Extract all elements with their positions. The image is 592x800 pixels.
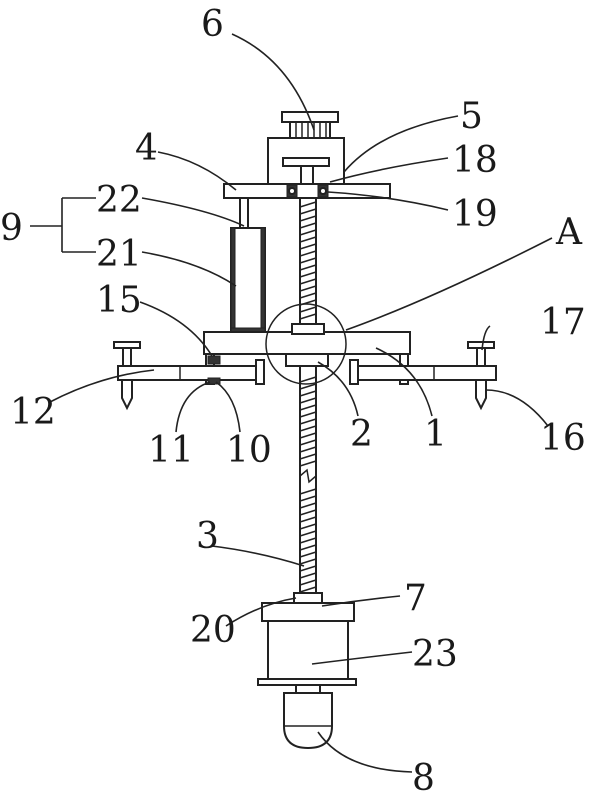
label-15: 15 xyxy=(96,280,142,321)
label-6: 6 xyxy=(201,4,224,45)
guide-rod-and-sleeve xyxy=(230,197,266,333)
label-11: 11 xyxy=(148,430,194,471)
label-8: 8 xyxy=(412,758,435,799)
detail-circle-a xyxy=(265,303,347,385)
label-9: 9 xyxy=(0,208,23,249)
label-5: 5 xyxy=(460,96,483,137)
camera-head xyxy=(283,684,333,750)
right-nail xyxy=(467,341,495,411)
label-17: 17 xyxy=(540,302,586,343)
top-plate xyxy=(223,183,391,199)
leader-lines xyxy=(30,33,553,773)
threaded-screw xyxy=(299,197,317,594)
label-3: 3 xyxy=(196,516,219,557)
top-motor-assembly xyxy=(267,111,345,185)
bottom-motor xyxy=(257,592,357,686)
label-20: 20 xyxy=(190,610,236,651)
label-1: 1 xyxy=(424,414,447,455)
label-7: 7 xyxy=(404,578,427,619)
label-12: 12 xyxy=(10,392,56,433)
label-21: 21 xyxy=(96,234,142,275)
label-16: 16 xyxy=(540,418,586,459)
label-10: 10 xyxy=(226,430,272,471)
label-22: 22 xyxy=(96,180,142,221)
label-19: 19 xyxy=(452,194,498,235)
label-23: 23 xyxy=(412,634,458,675)
label-4: 4 xyxy=(135,128,158,169)
label-a: A xyxy=(555,212,583,253)
label-18: 18 xyxy=(452,140,498,181)
number-labels: 6 5 4 18 22 9 19 A 21 15 17 12 2 1 16 11… xyxy=(0,4,586,799)
left-nail xyxy=(113,341,141,411)
label-2: 2 xyxy=(350,414,373,455)
